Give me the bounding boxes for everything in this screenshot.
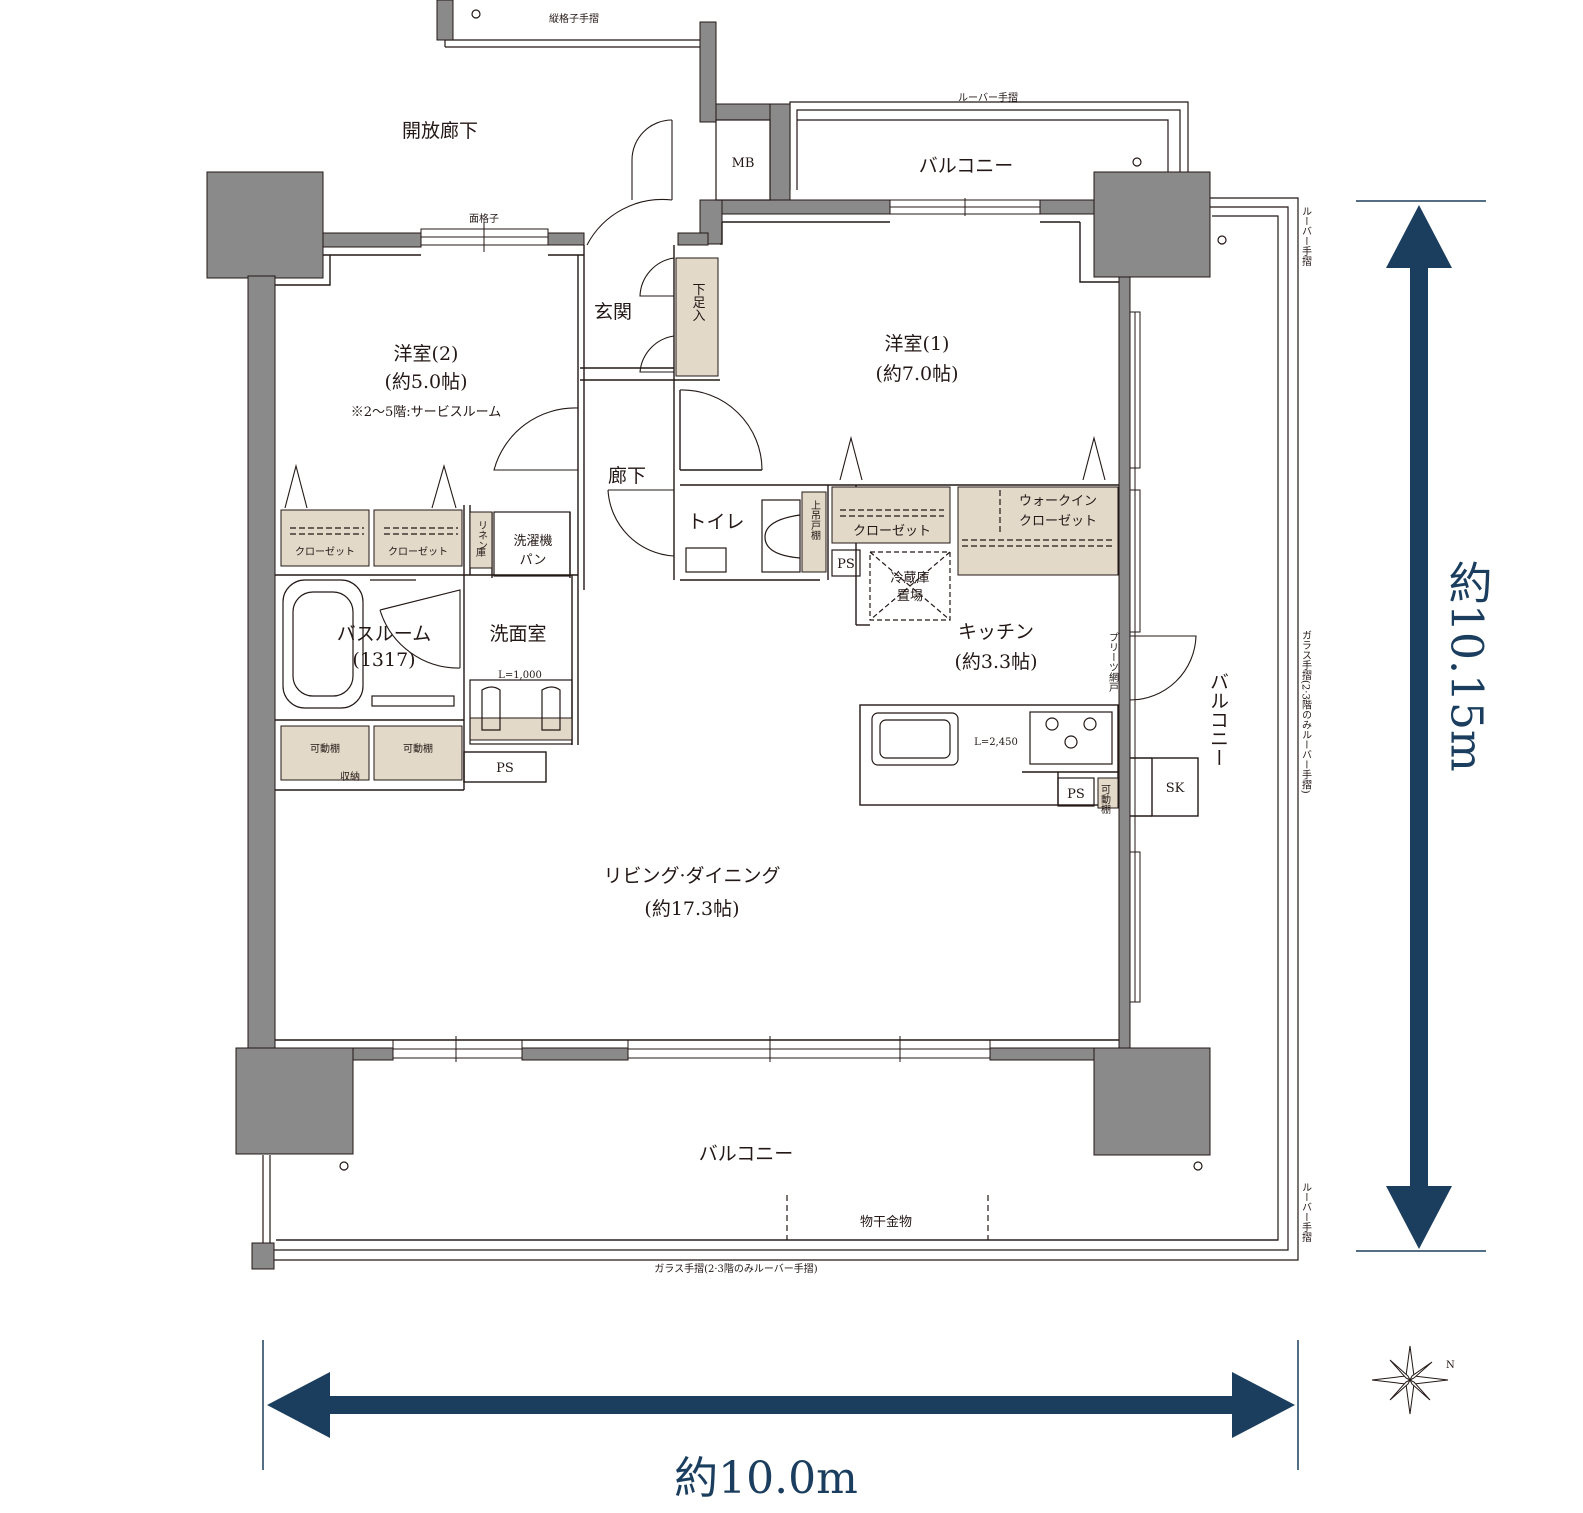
- label-kitchen-name: キッチン: [958, 621, 1034, 643]
- label-walkin-2: クローゼット: [1019, 514, 1097, 529]
- label-closet-left: クローゼット: [295, 546, 355, 558]
- label-western2-name: 洋室(2): [394, 343, 459, 365]
- label-ps-kitchen: PS: [837, 557, 855, 572]
- label-closet-room1: クローゼット: [853, 524, 931, 539]
- label-linen-1: リネン: [476, 520, 488, 550]
- fixtures: [282, 9, 1227, 1240]
- label-vertical-lattice: 縦格子手摺: [549, 12, 599, 25]
- depth-arrow: [1386, 205, 1452, 1249]
- dimension-width: 約10.0m: [262, 1340, 1299, 1504]
- label-louver-top: ルーバー手摺: [958, 91, 1018, 104]
- label-drying-hardware: 物干金物: [860, 1214, 912, 1230]
- label-balcony-side: バルコニー: [1207, 672, 1229, 767]
- door-swings: [284, 119, 1197, 701]
- label-open-corridor: 開放廊下: [402, 120, 478, 142]
- compass-north-label: N: [1446, 1360, 1455, 1371]
- label-washer-2: パン: [520, 553, 547, 568]
- label-sk: SK: [1166, 781, 1185, 796]
- label-storage: 収納: [340, 770, 360, 783]
- label-glass-handrail-bottom: ガラス手摺(2·3階のみルーバー手摺): [654, 1262, 818, 1275]
- width-arrow: [267, 1372, 1295, 1438]
- label-louver-right-bottom: ルーバー手摺: [1300, 1182, 1312, 1243]
- compass-icon: N: [1371, 1345, 1455, 1415]
- label-western1-name: 洋室(1): [885, 333, 950, 355]
- label-fridge-2: 置場: [897, 589, 923, 604]
- label-washer-1: 洗濯機: [513, 534, 552, 549]
- label-glass-handrail-right: ガラス手摺(2·3階のみルーバー手摺): [1300, 630, 1312, 794]
- label-ps-wash: PS: [496, 761, 514, 776]
- label-kitchen-size: (約3.3帖): [954, 651, 1037, 673]
- label-living-name: リビング·ダイニング: [603, 865, 780, 887]
- label-upper-shelf: 上吊戸棚: [809, 500, 821, 541]
- label-entrance: 玄関: [594, 301, 632, 323]
- label-walkin-1: ウォークイン: [1019, 494, 1097, 509]
- label-living-size: (約17.3帖): [644, 898, 739, 920]
- label-pleated-screen: プリーツ網戸: [1107, 632, 1119, 693]
- label-movable-shelf-left: 可動棚: [310, 742, 340, 755]
- label-western2-note: ※2〜5階:サービスルーム: [351, 405, 502, 420]
- closet-rails: [290, 490, 1114, 547]
- label-linen-2: 庫: [476, 546, 486, 559]
- dimension-depth: 約10.15m: [1356, 200, 1492, 1252]
- label-fridge-1: 冷蔵庫: [890, 571, 929, 586]
- storage-blocks: [280, 257, 1119, 809]
- label-movable-shelf-kitchen: 可動棚: [1099, 784, 1111, 815]
- label-kitchen-length: L=2,450: [974, 737, 1018, 748]
- label-louver-right-top: ルーバー手摺: [1300, 206, 1312, 267]
- label-closet-right: クローゼット: [388, 546, 448, 558]
- label-balcony-top: バルコニー: [919, 155, 1014, 177]
- dimension-depth-label: 約10.15m: [1441, 560, 1492, 772]
- label-toilet: トイレ: [687, 511, 744, 533]
- windows: [392, 198, 1141, 1062]
- label-ps-island: PS: [1067, 787, 1085, 802]
- label-balcony-bottom: バルコニー: [699, 1143, 794, 1165]
- walls: [206, 0, 1211, 1270]
- label-shoe-cabinet: 下足入: [690, 283, 706, 322]
- label-movable-shelf-right: 可動棚: [403, 742, 433, 755]
- label-washroom: 洗面室: [489, 623, 546, 645]
- label-bathroom-size: (1317): [352, 649, 415, 671]
- label-vanity-length: L=1,000: [498, 670, 542, 681]
- labels: 開放廊下 洋室(2) (約5.0帖) ※2〜5階:サービスルーム 洋室(1) (…: [295, 12, 1312, 1275]
- label-bathroom-name: バスルーム: [337, 623, 431, 645]
- label-face-lattice: 面格子: [469, 212, 499, 225]
- label-western2-size: (約5.0帖): [384, 371, 467, 393]
- label-mb: MB: [732, 156, 755, 171]
- label-hallway: 廊下: [608, 465, 646, 487]
- dimension-width-label: 約10.0m: [674, 1453, 858, 1504]
- label-western1-size: (約7.0帖): [875, 363, 958, 385]
